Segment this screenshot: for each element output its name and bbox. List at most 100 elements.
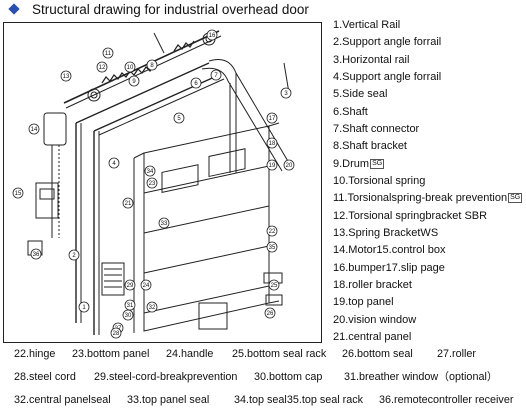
- legend-item: 10.Torsional spring: [333, 175, 426, 187]
- callout-label: 18: [269, 141, 276, 147]
- callout-marker: 33: [158, 217, 170, 229]
- callout-marker: 19: [266, 159, 278, 171]
- legend-item: 19.top panel: [333, 296, 394, 309]
- callout-label: 25: [271, 283, 278, 289]
- bullet-diamond-icon: [8, 3, 20, 15]
- note-mark-icon: SG: [508, 193, 523, 204]
- callout-marker: 32: [146, 301, 158, 313]
- callout-label: 21: [125, 201, 132, 207]
- bottom-legend-item: 24.handle: [166, 348, 214, 360]
- callout-marker: 3: [280, 87, 292, 99]
- legend-item: 12.Torsional springbracket SBR: [333, 209, 488, 222]
- title-row: Structural drawing for industrial overhe…: [6, 0, 309, 18]
- callout-label: 34: [147, 169, 154, 175]
- callout-label: 1: [82, 305, 86, 311]
- callout-marker: 15: [12, 187, 24, 199]
- callout-label: 14: [31, 127, 38, 133]
- callout-marker: 16: [206, 29, 218, 41]
- bottom-legend-item: 25.bottom seal rack: [232, 348, 327, 360]
- bottom-legend-item: 32.central panelseal: [14, 394, 111, 406]
- callout-marker: 28: [110, 327, 122, 339]
- legend-item: 3.Horizontal rail: [333, 53, 410, 66]
- callout-label: 32: [149, 305, 156, 311]
- callout-marker: 23: [146, 177, 158, 189]
- callout-marker: 18: [266, 137, 278, 149]
- bottom-legend-item: 31.breather window（optional）: [344, 371, 498, 383]
- bottom-legend-item: 26.bottom seal: [342, 348, 413, 360]
- legend-item: 16.bumper17.slip page: [333, 261, 445, 274]
- bottom-legend-item: 30.bottom cap: [254, 371, 323, 383]
- legend-item: 2.Support angle forrail: [333, 36, 442, 49]
- bottom-legend-item: 34.top seal35.top seal rack: [234, 394, 364, 406]
- note-mark-icon: SG: [370, 158, 385, 169]
- callout-label: 36: [33, 252, 40, 258]
- page-title: Structural drawing for industrial overhe…: [32, 1, 309, 17]
- callout-label: 2: [72, 253, 76, 259]
- callout-label: 17: [269, 116, 276, 122]
- callout-label: 10: [127, 65, 134, 71]
- callout-marker: 8: [146, 59, 158, 71]
- callout-label: 4: [112, 161, 116, 167]
- callout-label: 12: [99, 65, 106, 71]
- callout-marker: 11: [102, 47, 114, 59]
- callout-label: 20: [286, 163, 293, 169]
- bottom-legend-item: 27.roller: [437, 348, 477, 360]
- callout-label: 19: [269, 163, 276, 169]
- callout-label: 31: [127, 303, 134, 309]
- bottom-legend-item: 36.remotecontroller receiver: [379, 394, 514, 406]
- callout-marker: 14: [28, 123, 40, 135]
- bottom-legend-item: 28.steel cord: [14, 371, 76, 383]
- callout-label: 28: [113, 331, 120, 337]
- callout-label: 33: [161, 221, 168, 227]
- bottom-legend-item: 23.bottom panel: [72, 348, 150, 360]
- bottom-legend-item: 33.top panel seal: [127, 394, 210, 406]
- callout-marker: 22: [266, 225, 278, 237]
- legend-item: 7.Shaft connector: [333, 123, 420, 135]
- bottom-legend-item: 29.steel-cord-breakprevention: [94, 371, 238, 383]
- callout-label: 3: [284, 91, 288, 97]
- callout-marker: 25: [268, 279, 280, 291]
- callout-marker: 26: [264, 307, 276, 319]
- callout-marker: 35: [266, 241, 278, 253]
- legend-item: 8.Shaft bracket: [333, 140, 407, 153]
- legend-item: 21.central panel: [333, 331, 412, 343]
- callout-marker: 29: [124, 279, 136, 291]
- callout-label: 9: [132, 79, 136, 85]
- callout-label: 26: [267, 311, 274, 317]
- callout-marker: 6: [190, 77, 202, 89]
- callout-marker: 7: [210, 69, 222, 81]
- callout-label: 30: [125, 313, 132, 319]
- callout-label: 7: [214, 73, 218, 79]
- callout-marker: 24: [140, 279, 152, 291]
- callout-label: 23: [149, 181, 156, 187]
- callout-marker: 21: [122, 197, 134, 209]
- legend-item: 5.Side seal: [333, 88, 388, 101]
- legend-item: 4.Support angle forrail: [333, 71, 442, 83]
- legend-item: 18.roller bracket: [333, 279, 412, 291]
- callout-marker: 10: [124, 61, 136, 73]
- callout-label: 35: [269, 245, 276, 251]
- legend-item: 1.Vertical Rail: [333, 19, 401, 31]
- callout-marker: 4: [108, 157, 120, 169]
- legend-item: 13.Spring BracketWS: [333, 227, 439, 239]
- callout-marker: 20: [283, 159, 295, 171]
- callout-label: 8: [150, 63, 154, 69]
- callout-label: 22: [269, 229, 276, 235]
- callout-marker: 5: [173, 112, 185, 124]
- callout-label: 13: [63, 74, 70, 80]
- callout-marker: 1: [78, 301, 90, 313]
- callout-marker: 13: [60, 70, 72, 82]
- bottom-legend-item: 22.hinge: [14, 348, 56, 360]
- callout-label: 29: [127, 283, 134, 289]
- diagram-frame: [3, 22, 322, 343]
- callout-marker: 2: [68, 249, 80, 261]
- legend-item: 6.Shaft: [333, 105, 368, 118]
- callout-marker: 30: [122, 309, 134, 321]
- callout-label: 11: [105, 51, 112, 57]
- callout-marker: 34: [144, 165, 156, 177]
- callout-label: 6: [194, 81, 198, 87]
- legend-item: 20.vision window: [333, 313, 417, 326]
- callout-marker: 17: [266, 112, 278, 124]
